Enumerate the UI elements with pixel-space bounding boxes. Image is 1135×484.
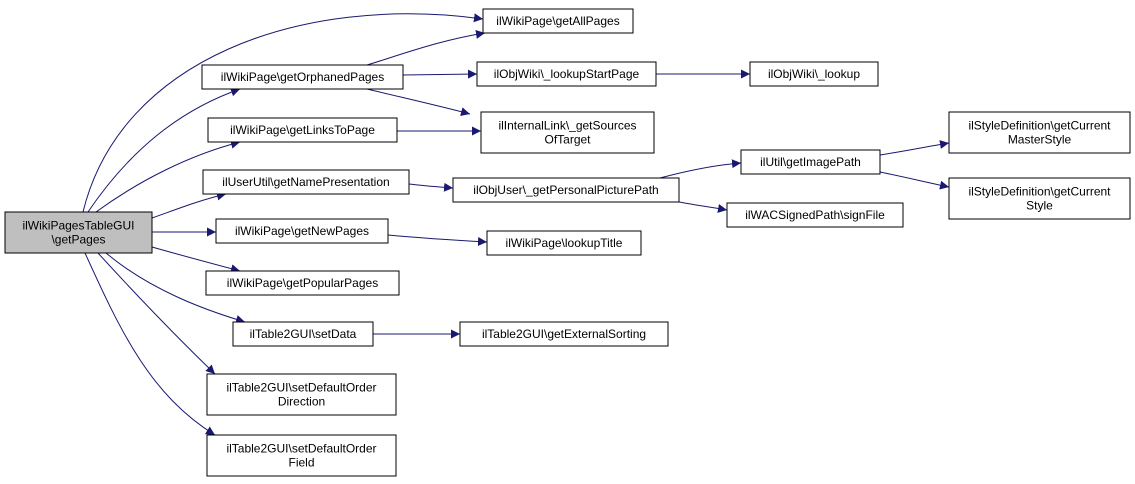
node-label-line: ilObjUser\_getPersonalPicturePath xyxy=(473,183,658,197)
node-getLinksToPage[interactable]: ilWikiPage\getLinksToPage xyxy=(207,117,398,143)
edge-getOrphanedPages-to-getSourcesOfTarget xyxy=(366,88,471,117)
node-box xyxy=(206,434,397,477)
node-box xyxy=(948,177,1131,220)
node-box xyxy=(202,169,410,195)
edge-root-to-getNamePresentation xyxy=(151,191,227,219)
node-getPopularPages[interactable]: ilWikiPage\getPopularPages xyxy=(205,270,400,296)
node-getImagePath[interactable]: ilUtil\getImagePath xyxy=(740,149,881,175)
edge-root-to-setDefaultOrderField xyxy=(84,252,216,436)
edge-getNamePresentation-to-getPersonalPicturePath xyxy=(408,182,454,192)
node-getOrphanedPages[interactable]: ilWikiPage\getOrphanedPages xyxy=(201,64,404,90)
edge-getImagePath-to-getCurrentMasterStyle xyxy=(879,140,950,156)
node-box xyxy=(206,373,397,416)
node-box xyxy=(215,218,389,244)
edge-root-to-getAllPages xyxy=(82,13,484,213)
node-box xyxy=(476,61,657,87)
node-label-line: ilTable2GUI\getExternalSorting xyxy=(482,327,646,341)
node-signFile[interactable]: ilWACSignedPath\signFile xyxy=(726,202,904,228)
edge-root-to-setDefaultOrderDirection xyxy=(97,252,216,375)
node-label-line: MasterStyle xyxy=(1008,133,1072,147)
node-label-line: ilObjWiki\_lookup xyxy=(768,67,860,81)
node-box xyxy=(201,64,404,90)
node-label-line: ilUserUtil\getNamePresentation xyxy=(222,175,389,189)
node-label-line: ilWikiPagesTableGUI xyxy=(22,219,134,233)
node-box xyxy=(4,211,153,254)
node-box xyxy=(740,149,881,175)
node-label-line: ilWikiPage\getOrphanedPages xyxy=(221,70,384,84)
edge-getOrphanedPages-to-getAllPages xyxy=(366,29,486,66)
node-label-line: \getPages xyxy=(51,233,105,247)
node-lookupTitle[interactable]: ilWikiPage\lookupTitle xyxy=(486,230,642,256)
node-lookup[interactable]: ilObjWiki\_lookup xyxy=(749,61,879,87)
node-lookupStartPage[interactable]: ilObjWiki\_lookupStartPage xyxy=(476,61,657,87)
edge-root-to-getLinksToPage xyxy=(95,139,241,213)
node-label-line: ilWikiPage\lookupTitle xyxy=(506,236,623,250)
node-box xyxy=(459,321,669,347)
node-getExternalSorting[interactable]: ilTable2GUI\getExternalSorting xyxy=(459,321,669,347)
edges-layer xyxy=(82,13,950,436)
node-box xyxy=(207,117,398,143)
edge-getPersonalPicturePath-to-signFile xyxy=(678,201,728,213)
node-root[interactable]: ilWikiPagesTableGUI\getPages xyxy=(4,211,153,254)
node-box xyxy=(749,61,879,87)
node-getPersonalPicturePath[interactable]: ilObjUser\_getPersonalPicturePath xyxy=(452,177,680,203)
node-box xyxy=(205,270,400,296)
edge-getPersonalPicturePath-to-getImagePath xyxy=(659,159,742,179)
node-box xyxy=(948,111,1131,154)
node-label-line: ilTable2GUI\setDefaultOrder xyxy=(226,381,376,395)
node-label-line: ilWikiPage\getLinksToPage xyxy=(230,123,375,137)
edge-root-to-getPopularPages xyxy=(151,246,241,274)
node-label-line: ilObjWiki\_lookupStartPage xyxy=(494,67,640,81)
node-label-line: ilWikiPage\getPopularPages xyxy=(227,276,378,290)
node-label-line: ilWikiPage\getAllPages xyxy=(496,14,619,28)
node-box xyxy=(486,230,642,256)
node-box xyxy=(726,202,904,228)
node-box xyxy=(452,177,680,203)
edge-getOrphanedPages-to-lookupStartPage xyxy=(402,69,478,79)
node-label-line: ilStyleDefinition\getCurrent xyxy=(968,119,1111,133)
node-label-line: ilWACSignedPath\signFile xyxy=(745,208,885,222)
node-label-line: Style xyxy=(1026,199,1053,213)
node-box xyxy=(232,321,374,347)
node-label-line: ilUtil\getImagePath xyxy=(760,155,861,169)
nodes-layer: ilWikiPagesTableGUI\getPages ilWikiPage\g… xyxy=(4,8,1131,477)
node-label-line: ilInternalLink\_getSources xyxy=(498,119,636,133)
node-getAllPages[interactable]: ilWikiPage\getAllPages xyxy=(482,8,634,34)
node-getNamePresentation[interactable]: ilUserUtil\getNamePresentation xyxy=(202,169,410,195)
node-label-line: ilTable2GUI\setData xyxy=(250,327,357,341)
node-box xyxy=(480,111,655,154)
node-label-line: Direction xyxy=(278,395,325,409)
node-label-line: ilStyleDefinition\getCurrent xyxy=(968,185,1111,199)
node-label-line: ilTable2GUI\setDefaultOrder xyxy=(226,442,376,456)
edge-root-to-getOrphanedPages xyxy=(87,87,241,213)
edge-getImagePath-to-getCurrentStyle xyxy=(879,171,950,190)
node-label-line: ilWikiPage\getNewPages xyxy=(235,224,369,238)
edge-getNewPages-to-lookupTitle xyxy=(387,234,488,247)
node-getNewPages[interactable]: ilWikiPage\getNewPages xyxy=(215,218,389,244)
node-setData[interactable]: ilTable2GUI\setData xyxy=(232,321,374,347)
node-label-line: OfTarget xyxy=(544,133,591,147)
edge-root-to-setData xyxy=(105,252,246,324)
node-label-line: Field xyxy=(288,456,314,470)
node-box xyxy=(482,8,634,34)
